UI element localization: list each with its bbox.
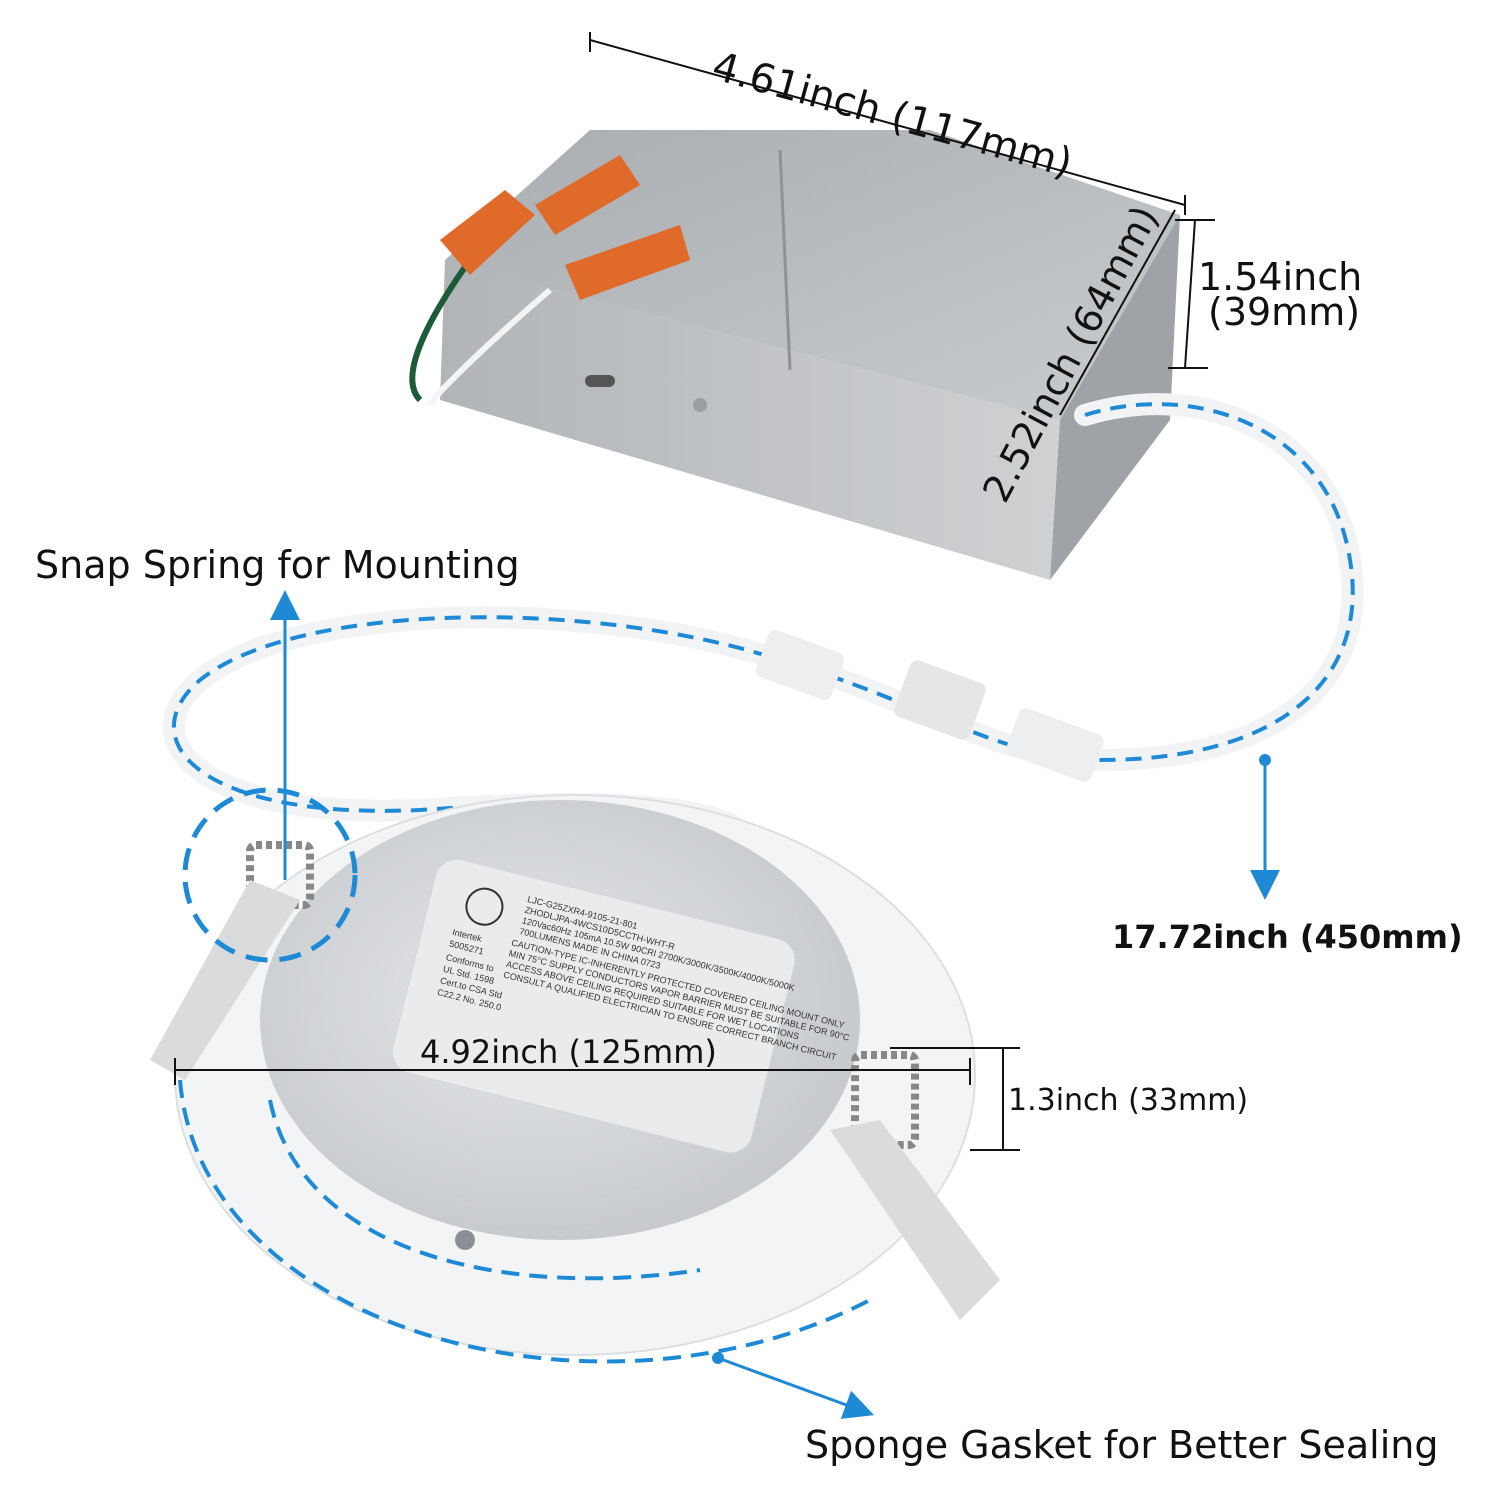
- wire-nuts: [409, 155, 690, 407]
- gasket-callout: Sponge Gasket for Better Sealing: [805, 1423, 1438, 1467]
- svg-text:(39mm): (39mm): [1208, 290, 1360, 334]
- product-label: Intertek 5005271 Conforms to UL Std. 159…: [391, 858, 851, 1154]
- box-height-dimension: 1.54inch (39mm): [1168, 219, 1362, 369]
- gasket-arrow: [717, 1356, 875, 1419]
- cable: [162, 393, 1364, 841]
- spring-highlight: [182, 787, 358, 963]
- svg-text:1.3inch (33mm): 1.3inch (33mm): [1008, 1083, 1248, 1118]
- cable-connector: [756, 630, 844, 700]
- spring-clip-left: [150, 841, 314, 1080]
- svg-text:1.54inch: 1.54inch: [1198, 255, 1362, 299]
- cable-length-label: 17.72inch (450mm): [1112, 918, 1463, 956]
- downlight: Intertek 5005271 Conforms to UL Std. 159…: [150, 794, 1000, 1364]
- diameter-dimension: 4.92inch (125mm): [174, 1033, 971, 1085]
- light-height-dimension: 1.3inch (33mm): [890, 1047, 1248, 1151]
- etl-logo: [465, 887, 504, 926]
- cable-length-indicator: [171, 402, 1355, 832]
- spring-clip-right: [830, 1051, 1000, 1320]
- gasket-indicator: [268, 1099, 701, 1281]
- svg-text:4.92inch (125mm): 4.92inch (125mm): [420, 1033, 717, 1071]
- spring-callout: Snap Spring for Mounting: [35, 543, 520, 587]
